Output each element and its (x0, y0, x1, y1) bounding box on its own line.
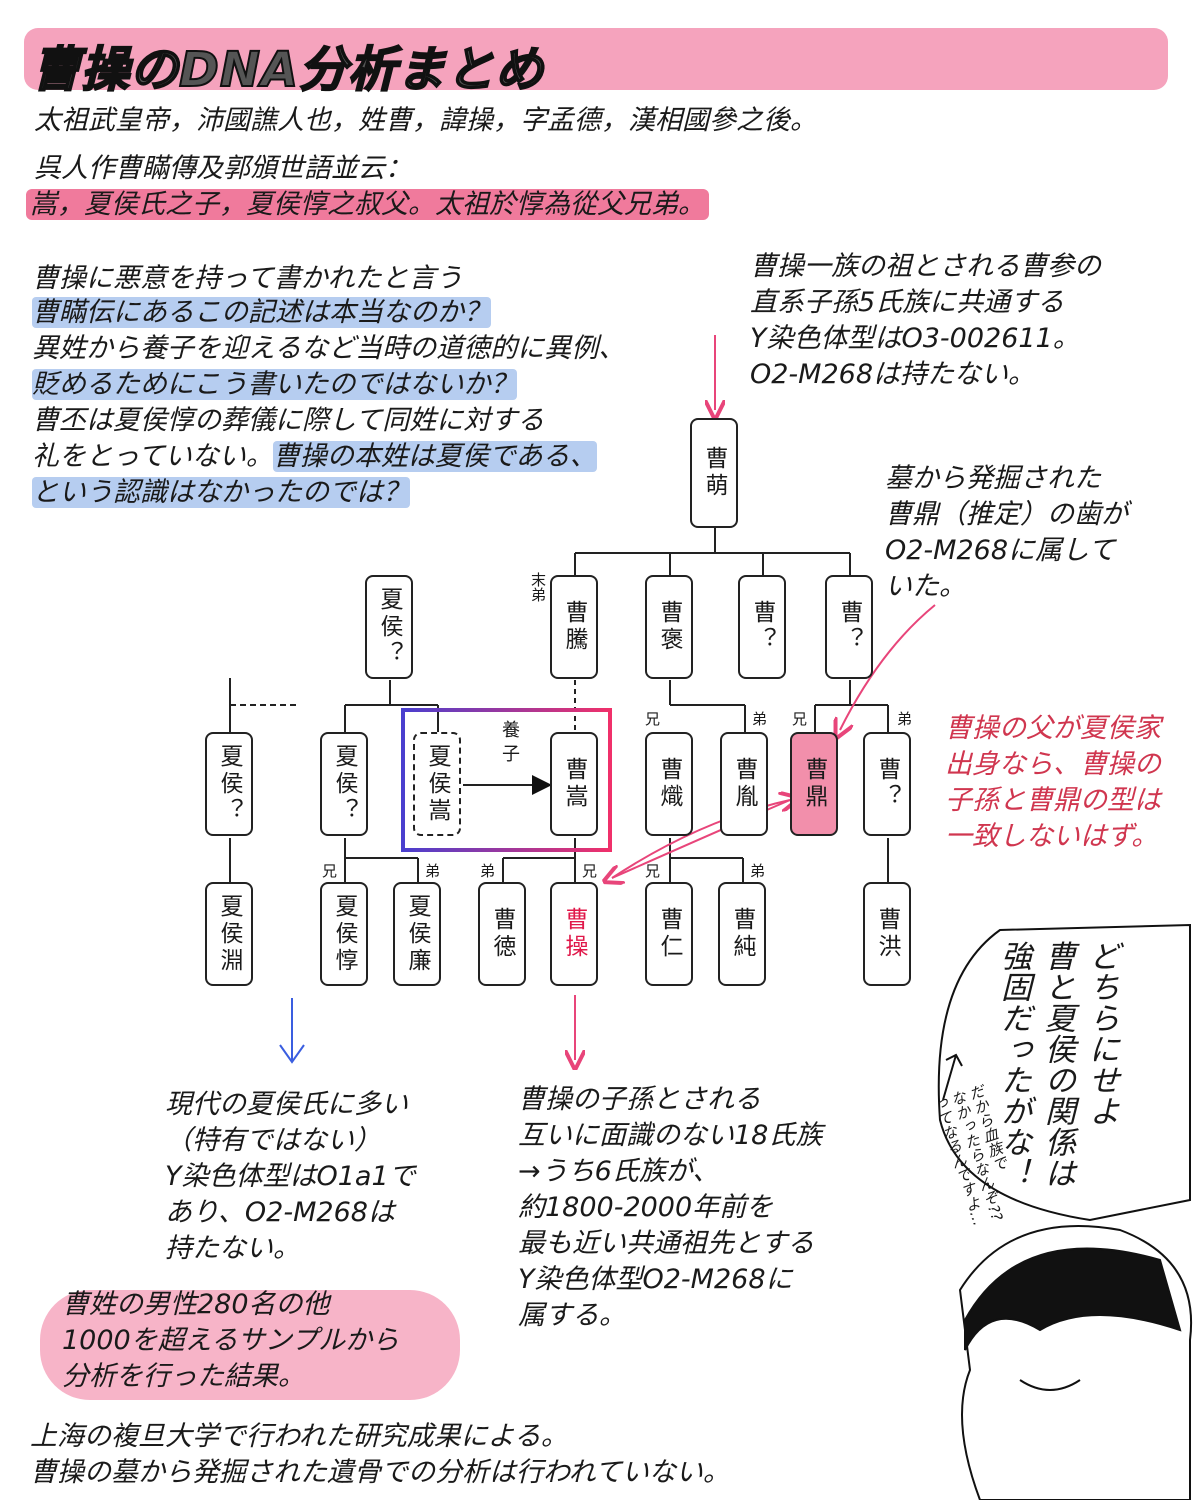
footer-note-2: 曹操の墓から発掘された遺骨での分析は行われていない。 (30, 1457, 730, 1488)
label-younger: 弟 (897, 710, 913, 728)
question-3: 異姓から養子を迎えるなど当時の道徳的に異例、 (32, 333, 626, 364)
question-6a: 礼をとっていない。 (32, 441, 273, 472)
label-younger: 弟 (752, 710, 768, 728)
label-elder: 兄 (645, 710, 661, 728)
sample-note-2: 1000を超えるサンプルから (62, 1325, 400, 1356)
question-5: 曹丕は夏侯惇の葬儀に際して同姓に対する (32, 405, 545, 436)
sample-highlight (40, 1290, 460, 1400)
node-cao-song: 曹嵩 (550, 732, 598, 836)
label-elder: 兄 (322, 862, 338, 880)
node-xiahou-lian: 夏侯廉 (393, 882, 441, 986)
caocan-note-4: O2-M268は持たない。 (750, 359, 1036, 390)
intro-line-1: 太祖武皇帝，沛國譙人也，姓曹，諱操，字孟德，漢相國參之後。 (34, 105, 817, 136)
intro-line-3: 嵩，夏侯氏之子，夏侯惇之叔父。太祖於惇為從父兄弟。 (26, 189, 709, 220)
node-cao-chi: 曹熾 (645, 732, 693, 836)
descendants-note-7: 属する。 (518, 1300, 626, 1331)
node-xiahou-unknown: 夏侯？ (205, 732, 253, 836)
node-cao-cao: 曹操 (550, 882, 598, 986)
sample-note-1: 曹姓の男性280名の他 (62, 1289, 330, 1320)
label-younger: 弟 (425, 862, 441, 880)
father-note-4: 一致しないはず。 (945, 821, 1159, 852)
node-xiahou-song: 夏侯嵩 (413, 732, 461, 836)
node-cao-unknown: 曹？ (738, 575, 786, 679)
node-cao-hong: 曹洪 (863, 882, 911, 986)
xiahou-note-3: Y染色体型はO1a1で (165, 1161, 416, 1192)
title-banner (24, 28, 1168, 90)
sample-note-3: 分析を行った結果。 (62, 1361, 305, 1392)
caocan-note-1: 曹操一族の祖とされる曹参の (750, 251, 1101, 282)
footer-note-1: 上海の複旦大学で行われた研究成果による。 (30, 1421, 568, 1452)
character-illustration (958, 1225, 1193, 1500)
label-younger: 弟 (480, 862, 496, 880)
xiahou-note-5: 持たない。 (165, 1233, 300, 1264)
page-title: 曹操のDNA分析まとめ (31, 41, 545, 99)
node-cao-bao: 曹褒 (645, 575, 693, 679)
label-elder: 兄 (645, 862, 661, 880)
descendants-note-5: 最も近い共通祖先とする (518, 1228, 815, 1259)
label-younger: 弟 (750, 862, 766, 880)
descendants-note-6: Y染色体型O2-M268に (518, 1264, 793, 1295)
question-1: 曹操に悪意を持って書かれたと言う (32, 263, 463, 294)
caocan-note-2: 直系子孫5氏族に共通する (750, 287, 1065, 318)
node-xiahou-unknown: 夏侯？ (320, 732, 368, 836)
question-4: 貶めるためにこう書いたのではないか？ (32, 369, 518, 400)
node-xiahou-dun: 夏侯惇 (320, 882, 368, 986)
father-note-2: 出身なら、曹操の (945, 749, 1161, 780)
caoding-note-4: いた。 (885, 571, 966, 602)
node-xiahou-yuan: 夏侯淵 (205, 882, 253, 986)
question-2: 曹瞞伝にあるこの記述は本当なのか？ (32, 297, 491, 328)
caoding-note-1: 墓から発掘された (885, 463, 1101, 494)
node-cao-ding: 曹鼎 (790, 732, 838, 836)
label-elder: 兄 (792, 710, 808, 728)
node-cao-de: 曹徳 (478, 882, 526, 986)
node-cao-ren: 曹仁 (645, 882, 693, 986)
node-cao-teng: 曹騰 (550, 575, 598, 679)
node-cao-unknown: 曹？ (863, 732, 911, 836)
node-cao-chun: 曹純 (718, 882, 766, 986)
bubble-line-1: どちらにせよ (1083, 940, 1119, 1126)
descendants-note-1: 曹操の子孫とされる (518, 1084, 761, 1115)
descendants-note-2: 互いに面識のない18氏族 (518, 1120, 823, 1151)
node-cao-unknown: 曹？ (825, 575, 873, 679)
speech-bubble (937, 923, 1191, 1222)
father-note-3: 子孫と曹鼎の型は (945, 785, 1161, 816)
caoding-note-2: 曹鼎（推定）の歯が (885, 499, 1128, 530)
node-cao-yin: 曹胤 (720, 732, 768, 836)
label-adopted: 養子 (499, 720, 520, 768)
bubble-line-2: 曹と夏侯の関係は (1039, 940, 1075, 1188)
node-cao-meng: 曹萌 (690, 418, 738, 528)
question-7: という認識はなかったのでは？ (32, 477, 410, 508)
caoding-note-3: O2-M268に属して (885, 535, 1116, 566)
label-elder: 兄 (582, 862, 598, 880)
xiahou-note-4: あり、O2-M268は (165, 1197, 395, 1228)
question-6b: 曹操の本姓は夏侯である、 (272, 441, 597, 472)
bubble-line-3: 強固だったがな！ (995, 940, 1031, 1188)
node-xiahou-unknown: 夏侯？ (365, 575, 413, 679)
caocan-note-3: Y染色体型はO3-002611。 (750, 323, 1080, 354)
xiahou-note-1: 現代の夏侯氏に多い (165, 1089, 408, 1120)
xiahou-note-2: （特有ではない） (165, 1125, 381, 1156)
intro-line-2: 呉人作曹瞞傳及郭頒世語並云： (34, 153, 412, 184)
label-youngest: 末弟 (529, 572, 547, 602)
father-note-1: 曹操の父が夏侯家 (945, 713, 1161, 744)
descendants-note-3: →うち6氏族が、 (518, 1156, 720, 1187)
descendants-note-4: 約1800-2000年前を (518, 1192, 774, 1223)
